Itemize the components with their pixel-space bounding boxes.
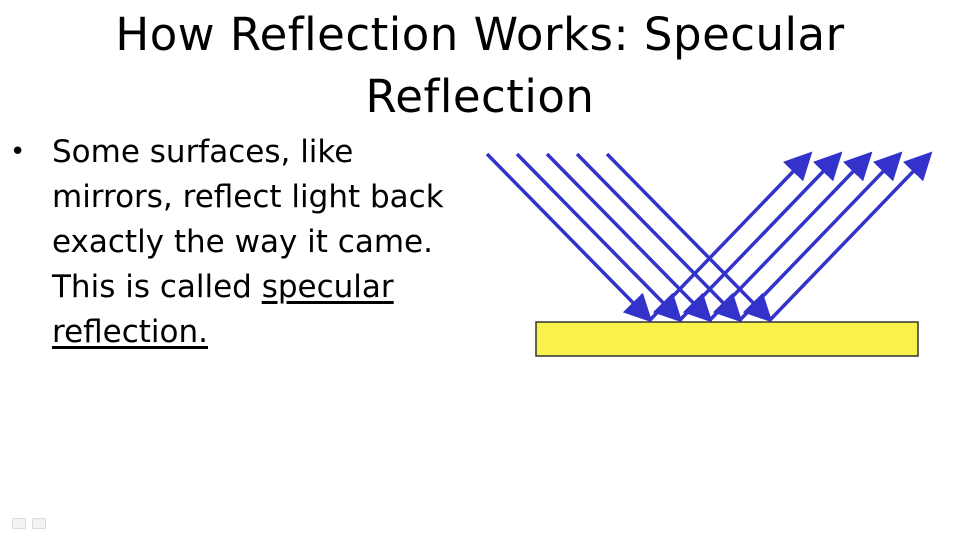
bullet-text: Some surfaces, like mirrors, reflect lig…	[52, 130, 450, 355]
slide-controls	[12, 518, 46, 529]
reflected-ray	[768, 151, 933, 322]
reflected-ray	[708, 151, 873, 322]
incoming-ray	[485, 152, 653, 323]
incoming-ray	[515, 152, 683, 323]
incoming-ray	[605, 152, 773, 323]
incoming-ray	[545, 152, 713, 323]
reflected-ray	[738, 151, 903, 322]
incoming-rays	[485, 152, 773, 323]
specular-reflection-diagram	[485, 151, 933, 357]
bullet-list: • Some surfaces, like mirrors, reflect l…	[10, 130, 450, 355]
slide-next-icon[interactable]	[32, 518, 46, 529]
bullet-body: Some surfaces, like mirrors, reflect lig…	[52, 134, 444, 305]
reflected-ray	[648, 151, 813, 322]
reflected-ray	[678, 151, 843, 322]
slide-prev-icon[interactable]	[12, 518, 26, 529]
bullet-dot-icon: •	[10, 137, 26, 167]
specular-reflection-term: specular reflection.	[52, 269, 394, 350]
mirror-surface	[535, 321, 919, 357]
reflected-rays	[648, 151, 933, 322]
incoming-ray	[575, 152, 743, 323]
bullet-item: • Some surfaces, like mirrors, reflect l…	[10, 130, 450, 355]
slide-title: How Reflection Works: Specular Reflectio…	[115, 8, 845, 123]
